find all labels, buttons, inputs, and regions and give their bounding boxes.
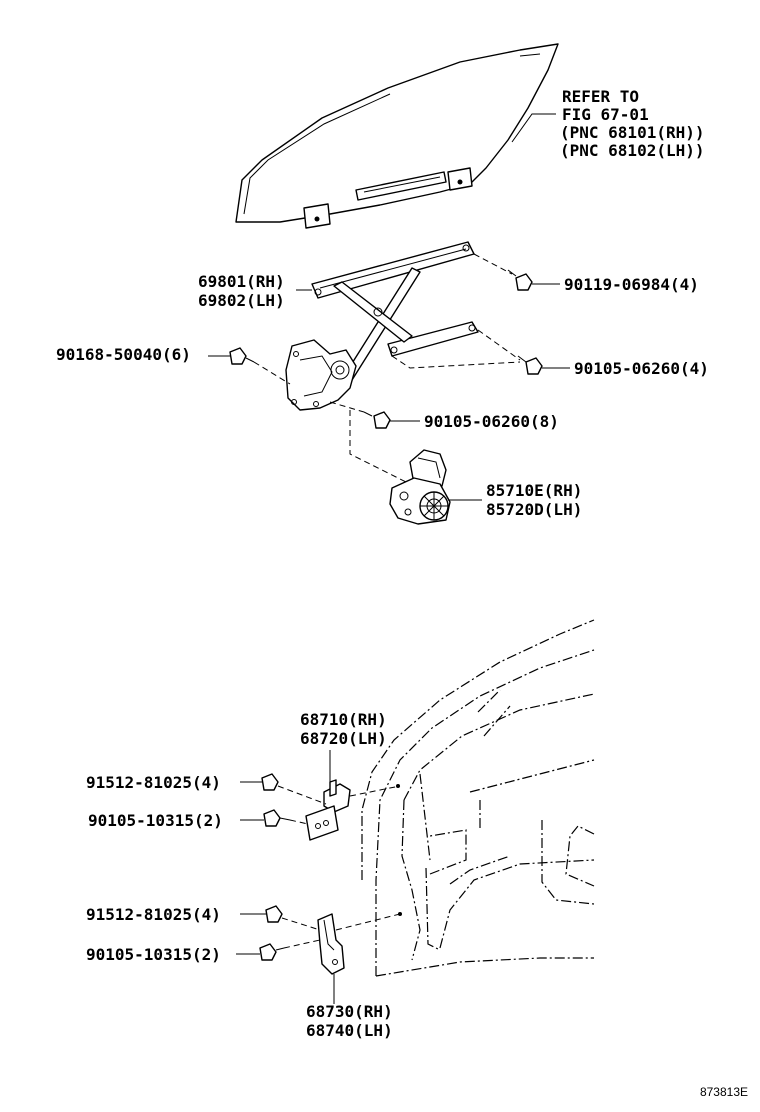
bolt-90105-06260-8-label: 90105-06260(8) <box>424 412 559 431</box>
bolt-90105-06260-8[interactable] <box>329 401 391 429</box>
lower-hinge-lh-label: 68740(LH) <box>306 1021 393 1040</box>
bolt-90168-50040[interactable] <box>229 347 291 385</box>
bolt-91512-upper-label: 91512-81025(4) <box>86 773 221 792</box>
bolt-90119-06984[interactable] <box>473 253 533 291</box>
regulator-rh-label: 69801(RH) <box>198 272 285 291</box>
motor-rh-label: 85710E(RH) <box>486 481 582 500</box>
bolt-90105-10315-lower[interactable] <box>259 939 321 961</box>
regulator-lh-label: 69802(LH) <box>198 291 285 310</box>
power-window-motor[interactable] <box>389 449 451 525</box>
refer-pnc-lh-text: (PNC 68102(LH)) <box>560 141 705 160</box>
window-regulator[interactable] <box>285 241 479 411</box>
upper-hinge-rh-label: 68710(RH) <box>300 710 387 729</box>
bolt-90105-10315-upper-label: 90105-10315(2) <box>88 811 223 830</box>
vehicle-body-outline <box>361 619 595 977</box>
bolt-90105-06260-4-label: 90105-06260(4) <box>574 359 709 378</box>
bolt-90105-10315-lower-label: 90105-10315(2) <box>86 945 221 964</box>
lower-door-hinge[interactable] <box>317 912 402 975</box>
bolt-90105-06260-4[interactable] <box>391 329 543 375</box>
bolt-91512-lower-label: 91512-81025(4) <box>86 905 221 924</box>
bolt-90119-label: 90119-06984(4) <box>564 275 699 294</box>
door-glass[interactable] <box>235 43 559 229</box>
upper-hinge-lh-label: 68720(LH) <box>300 729 387 748</box>
bolt-90105-10315-upper[interactable] <box>263 809 309 827</box>
refer-to-text: REFER TO <box>562 87 639 106</box>
bolt-91512-81025-upper[interactable] <box>261 773 327 805</box>
motor-lh-label: 85720D(LH) <box>486 500 582 519</box>
upper-door-hinge[interactable] <box>305 779 401 841</box>
bolt-90168-label: 90168-50040(6) <box>56 345 191 364</box>
bolt-91512-81025-lower[interactable] <box>265 905 321 931</box>
lower-hinge-rh-label: 68730(RH) <box>306 1002 393 1021</box>
refer-fig-text: FIG 67-01 <box>562 105 649 124</box>
figure-id: 873813E <box>700 1085 748 1099</box>
refer-leader <box>511 113 556 143</box>
refer-pnc-rh-text: (PNC 68101(RH)) <box>560 123 705 142</box>
